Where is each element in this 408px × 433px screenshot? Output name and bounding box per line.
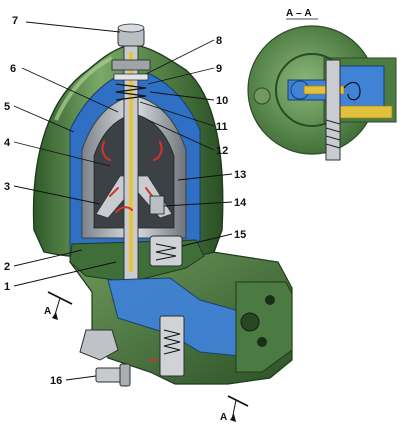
callout-5: 5 bbox=[4, 101, 10, 113]
callout-7: 7 bbox=[12, 15, 18, 27]
axle-inner-bore bbox=[129, 52, 133, 272]
outlet-flange bbox=[235, 281, 293, 373]
cutting-plane-marker-top bbox=[47, 291, 73, 320]
upper-washer bbox=[113, 73, 149, 81]
inlet-fitting bbox=[79, 329, 119, 361]
bypass-valve-spring bbox=[155, 243, 177, 261]
centrifuge-cutaway bbox=[32, 23, 293, 422]
callout-14: 14 bbox=[234, 197, 247, 209]
pressure-valve-body bbox=[159, 315, 185, 377]
callout-4: 4 bbox=[4, 137, 11, 149]
callout-9: 9 bbox=[216, 63, 222, 75]
cover-highlight bbox=[54, 56, 113, 121]
callout-12: 12 bbox=[216, 145, 228, 157]
callout-16: 16 bbox=[50, 375, 62, 387]
oil-seal bbox=[149, 195, 165, 215]
section-yellow-horizontal bbox=[337, 105, 393, 119]
callout-13: 13 bbox=[234, 169, 246, 181]
section-valve-thread bbox=[325, 119, 341, 149]
cutting-plane-marker-bottom bbox=[227, 395, 249, 422]
flange-bore bbox=[240, 312, 260, 332]
callout-6: 6 bbox=[10, 63, 16, 75]
drain-plug bbox=[95, 363, 131, 387]
section-check-spring bbox=[343, 81, 361, 101]
callout-3: 3 bbox=[4, 181, 10, 193]
flange-bolt-hole-upper bbox=[265, 295, 275, 305]
cut-marker-label-top: А bbox=[44, 306, 51, 317]
callout-8: 8 bbox=[216, 35, 222, 47]
section-title: А – А bbox=[286, 8, 312, 19]
callout-leaders bbox=[13, 21, 233, 381]
section-valve-stem bbox=[325, 59, 341, 161]
section-hole-left bbox=[253, 87, 271, 105]
callout-11: 11 bbox=[216, 121, 228, 133]
bypass-valve bbox=[149, 235, 183, 267]
callout-numbers: 7 8 6 9 5 10 11 4 12 3 13 14 15 2 1 16 А… bbox=[4, 15, 247, 423]
callout-10: 10 bbox=[216, 95, 228, 107]
section-a-a-inset: А – А bbox=[247, 8, 397, 161]
cut-marker-label-bottom: А bbox=[220, 412, 227, 423]
callout-2: 2 bbox=[4, 261, 10, 273]
upper-bearing bbox=[111, 59, 151, 71]
callout-15: 15 bbox=[234, 229, 246, 241]
callout-1: 1 bbox=[4, 281, 10, 293]
cap-nut-top bbox=[117, 23, 145, 33]
flange-bolt-hole-lower bbox=[257, 337, 267, 347]
pressure-valve-spring bbox=[163, 329, 181, 355]
upper-spring bbox=[115, 83, 147, 101]
